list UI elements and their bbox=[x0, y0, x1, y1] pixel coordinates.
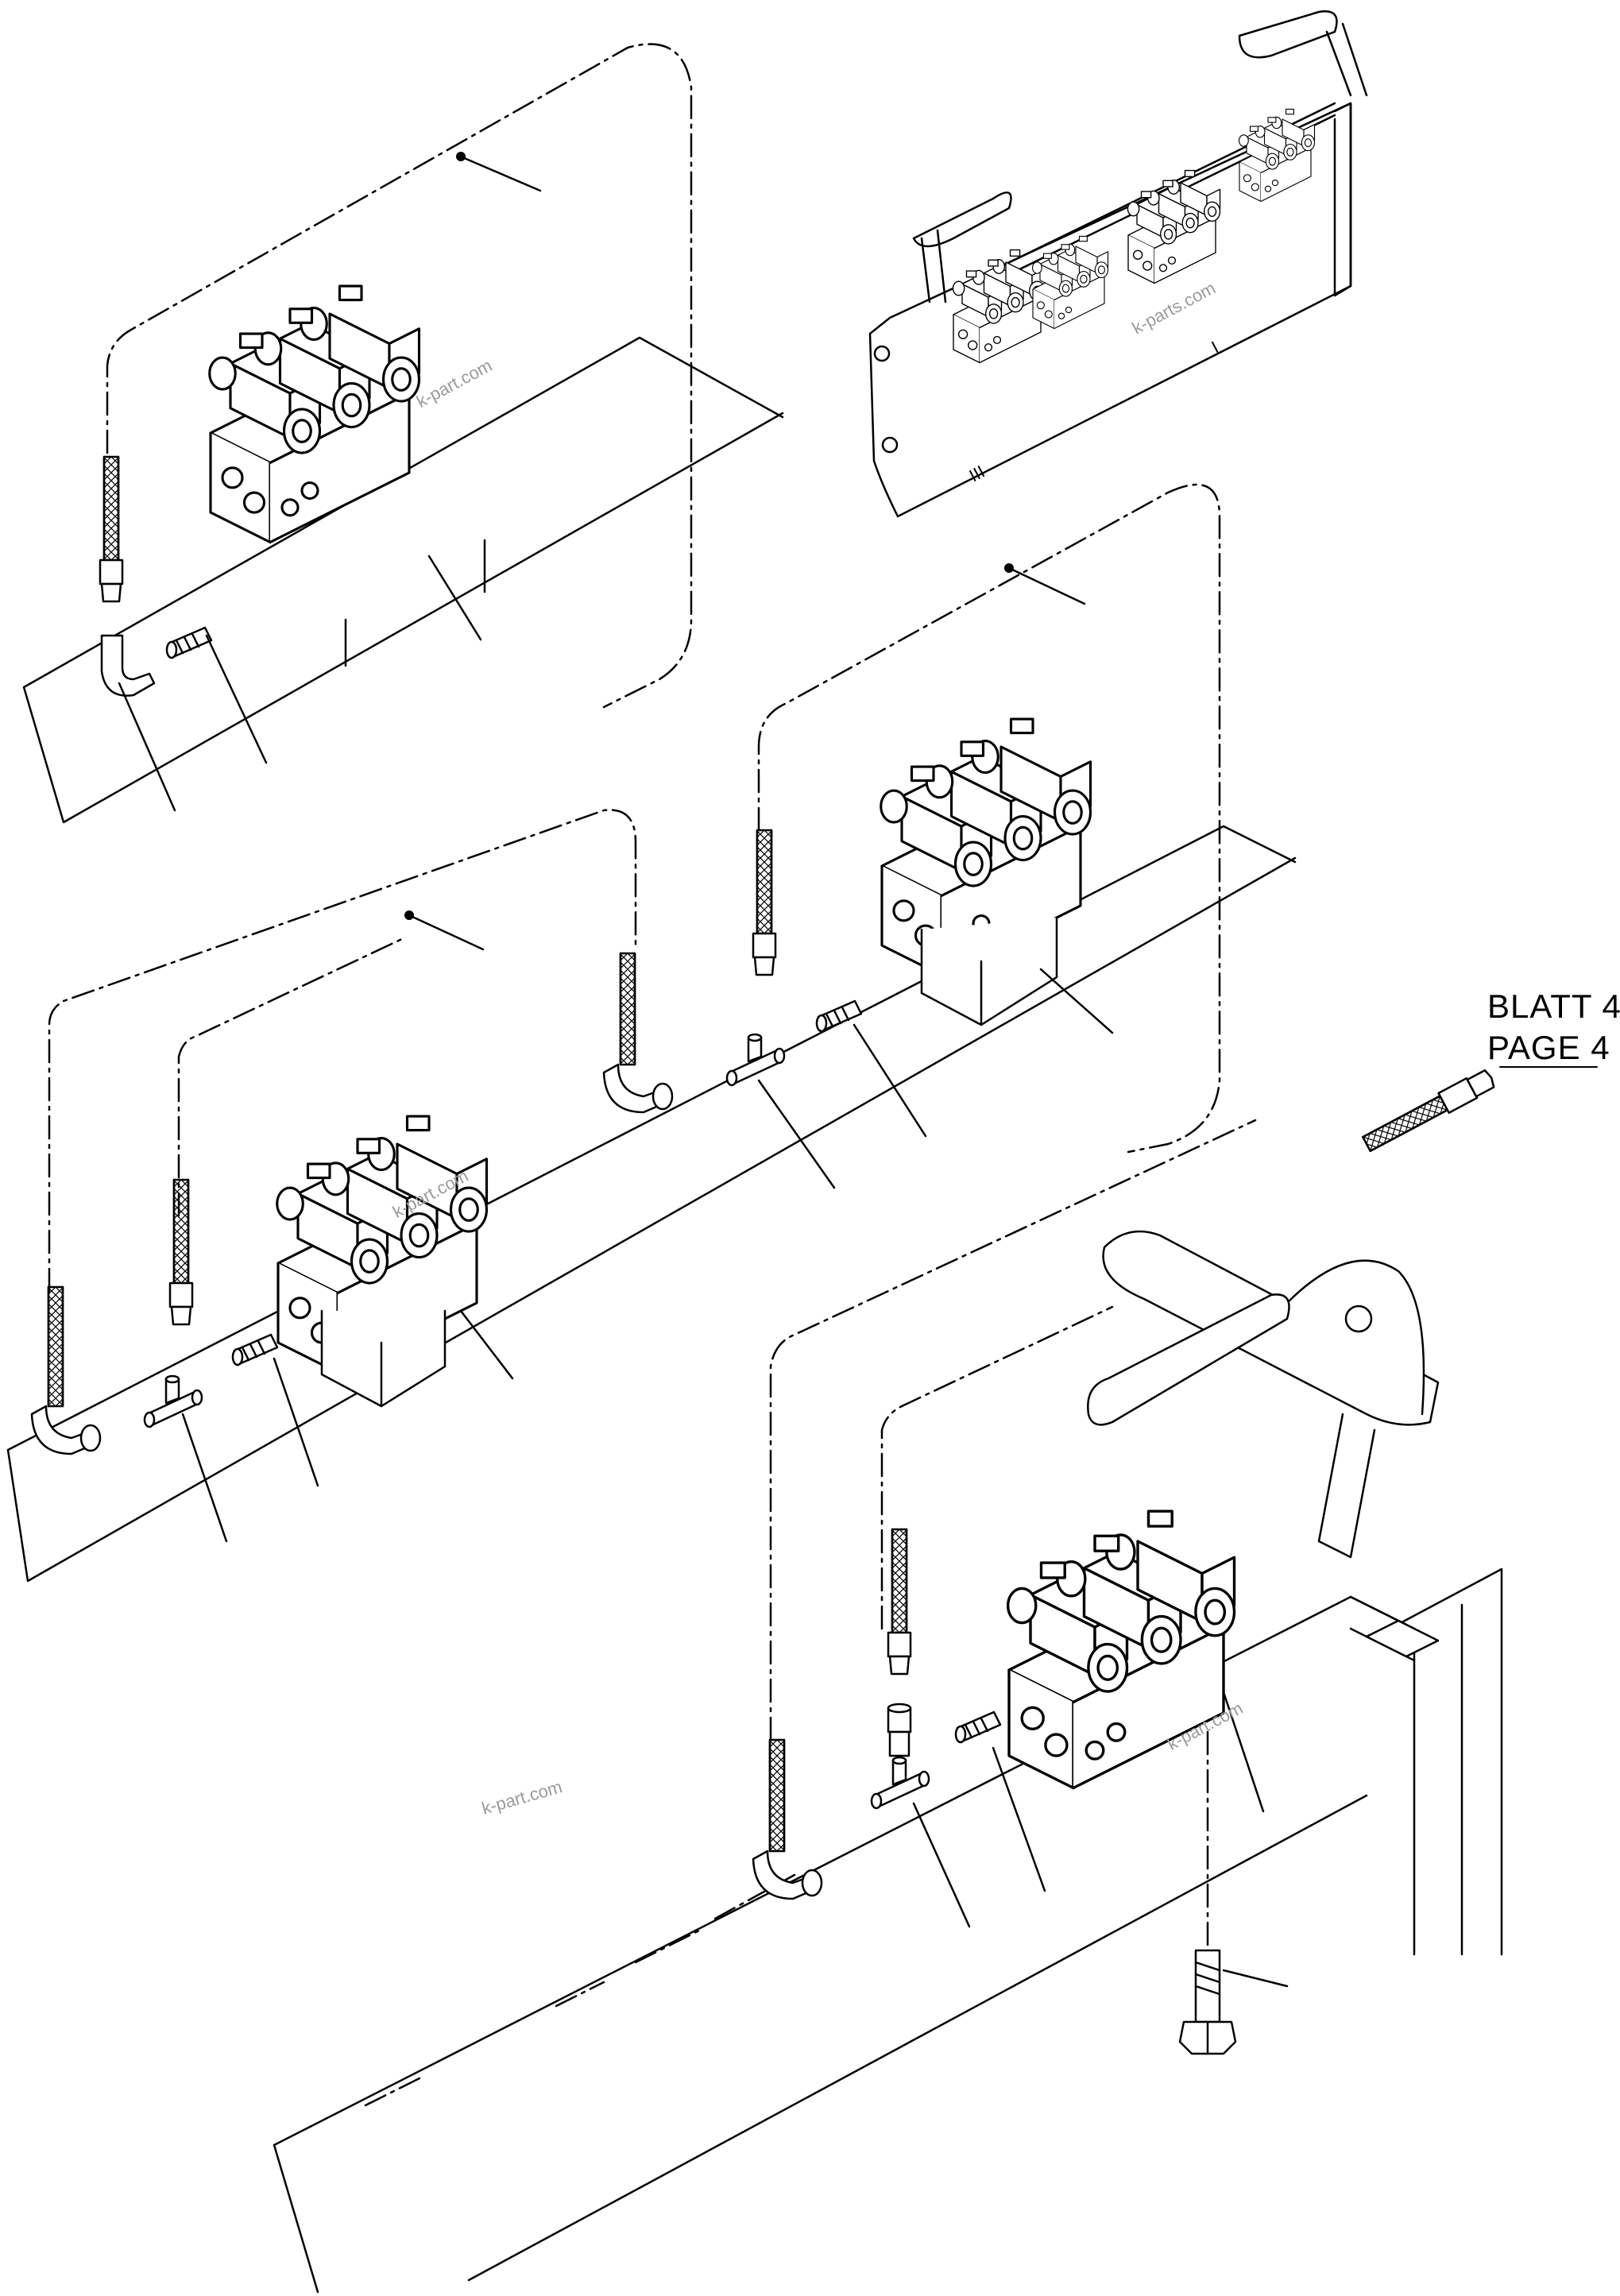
page-reference-line-1: BLATT 4 bbox=[1487, 988, 1620, 1025]
leader-frame bbox=[48, 809, 637, 1293]
page-reference-line-2: PAGE 4 bbox=[1487, 1029, 1610, 1066]
page-4-connection-hose bbox=[1362, 1066, 1598, 1153]
overview-machine-frame: III I bbox=[868, 10, 1368, 518]
middle-valve-assembly bbox=[6, 483, 1297, 1583]
mounting-bolt bbox=[1178, 1949, 1289, 2055]
mounting-beam bbox=[273, 1595, 1416, 2294]
leader-frame bbox=[106, 43, 693, 709]
leader-frame bbox=[769, 1119, 1257, 1741]
leader-frame bbox=[757, 483, 1221, 1154]
upper-left-valve-assembly bbox=[22, 43, 784, 824]
mounting-beam bbox=[22, 336, 784, 824]
lower-right-valve-assembly bbox=[273, 1119, 1503, 2294]
